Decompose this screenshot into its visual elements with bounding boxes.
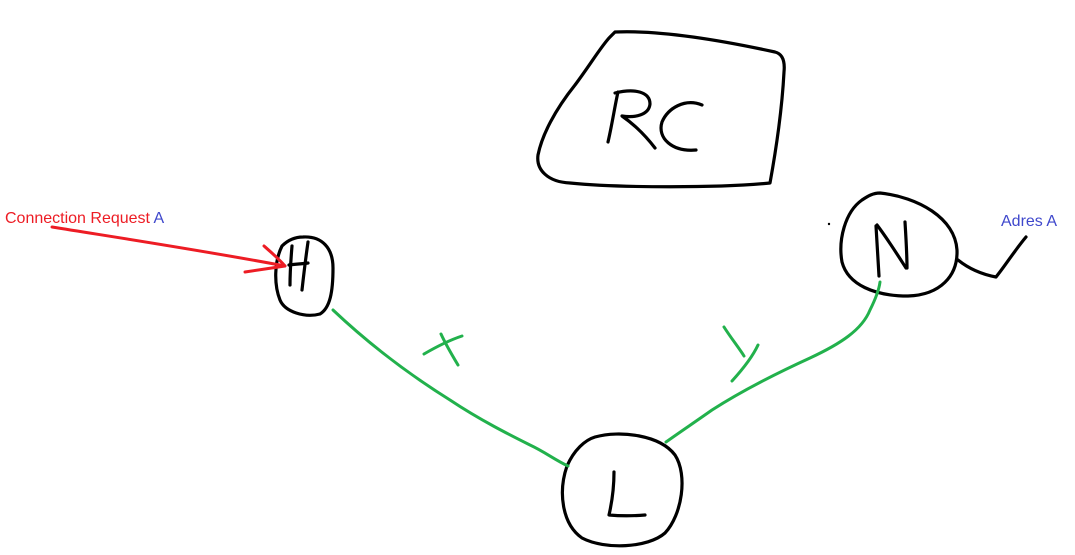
node-l: [560, 432, 684, 548]
request-arrow-shaft: [50, 225, 287, 268]
node-h: [274, 235, 335, 317]
connection-request-text: Connection Request: [5, 210, 150, 227]
node-l-circle: [560, 432, 684, 548]
connection-request-suffix: A: [153, 210, 165, 227]
address-connector: [956, 235, 1028, 279]
rc-box: [536, 30, 786, 189]
link-l-n-marker: [722, 325, 760, 383]
link-l-n: [664, 280, 882, 444]
node-n-letter: [874, 220, 909, 278]
link-h-l: [331, 308, 570, 468]
node-n-circle: [839, 191, 959, 298]
link-h-l-marker: [422, 332, 464, 367]
link-l-n-line: [664, 280, 882, 444]
node-h-circle: [274, 235, 335, 317]
rc-node: [536, 30, 786, 189]
node-n: [827, 191, 1028, 298]
connection-request-arrow: [50, 225, 287, 274]
rc-letters: [606, 89, 704, 152]
node-l-letter: [607, 470, 647, 518]
node-h-letter: [287, 240, 310, 292]
request-arrow-head: [243, 244, 287, 274]
address-label: Adres A: [1001, 213, 1058, 230]
stray-dot: [827, 222, 831, 226]
connection-request-label: Connection Request A: [5, 210, 164, 228]
link-h-l-line: [331, 308, 570, 468]
